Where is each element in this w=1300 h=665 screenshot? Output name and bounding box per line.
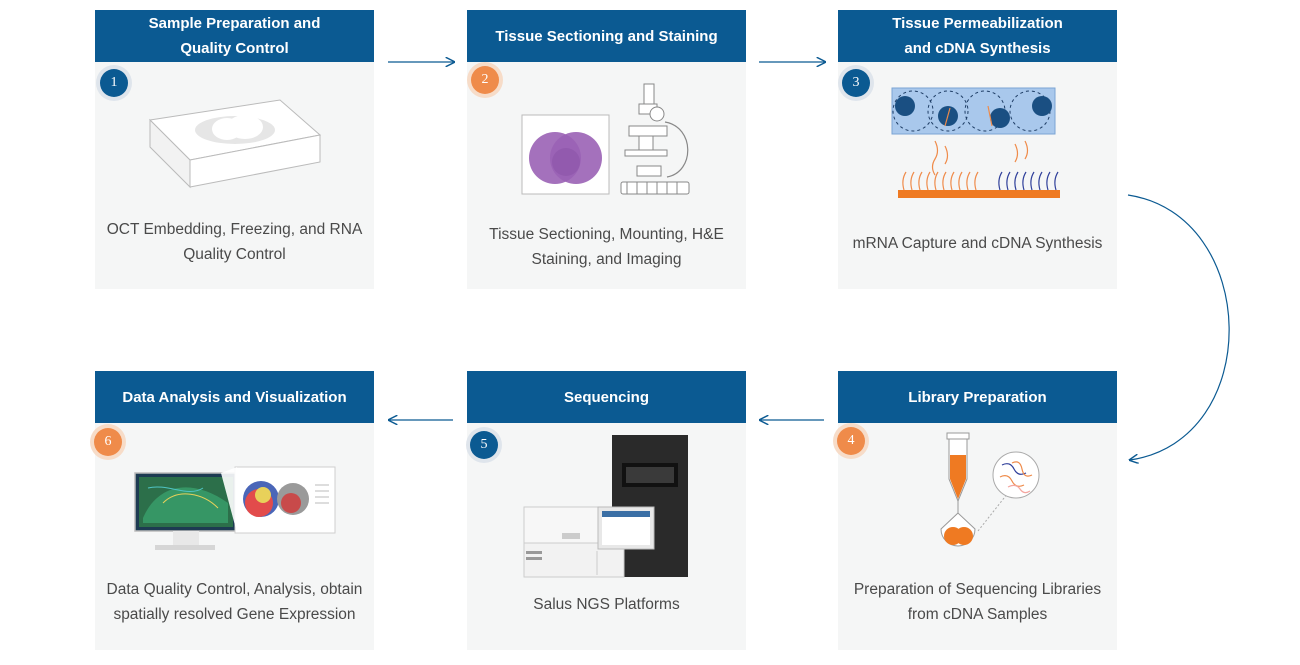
step-card-5: Sequencing 5 Salus NGS Platforms xyxy=(467,371,746,650)
tube-icon xyxy=(940,432,1009,547)
step-card-6: Data Analysis and Visualization 6 Data Q… xyxy=(94,371,374,650)
step-title: Sequencing xyxy=(467,371,746,423)
step-number-badge: 4 xyxy=(837,427,865,455)
step-caption: Salus NGS Platforms xyxy=(533,596,680,613)
step-caption: Tissue Sectioning, Mounting, H&E Stainin… xyxy=(489,226,724,268)
library-fragment-icon xyxy=(992,451,1040,499)
monitor-icon xyxy=(134,466,336,550)
step-number-badge: 5 xyxy=(470,431,498,459)
tissue-slide-icon xyxy=(521,114,610,195)
step-caption: OCT Embedding, Freezing, and RNA Quality… xyxy=(106,221,363,263)
step-title: Data Analysis and Visualization xyxy=(95,371,374,423)
step-number-badge: 2 xyxy=(471,66,499,94)
capture-slide-icon xyxy=(891,87,1060,198)
step-card-4: Library Preparation 4 Preparation of Seq… xyxy=(837,371,1117,650)
step-caption: Data Quality Control, Analysis, obtain s… xyxy=(106,581,363,623)
step-card-2: Tissue Sectioning and Staining 2 Tissue … xyxy=(467,10,746,289)
step-number-badge: 1 xyxy=(100,69,128,97)
step-number-badge: 6 xyxy=(94,428,122,456)
step-title: Tissue Sectioning and Staining xyxy=(467,10,746,62)
arrow-3-to-4 xyxy=(1127,194,1230,460)
microscope-icon xyxy=(620,83,690,195)
step-caption: Preparation of Sequencing Libraries from… xyxy=(853,581,1102,623)
step-title: Library Preparation xyxy=(838,371,1117,423)
step-caption: mRNA Capture and cDNA Synthesis xyxy=(852,235,1103,252)
sequencer-icon xyxy=(523,435,688,578)
step-number-badge: 3 xyxy=(842,69,870,97)
step-card-1: Sample Preparation and Quality Control 1… xyxy=(95,10,374,289)
step-card-3: Tissue Permeabilization and cDNA Synthes… xyxy=(838,10,1117,289)
step-title: Tissue Permeabilization and cDNA Synthes… xyxy=(838,10,1117,62)
tissue-block-icon xyxy=(148,99,322,189)
step-title: Sample Preparation and Quality Control xyxy=(95,10,374,62)
